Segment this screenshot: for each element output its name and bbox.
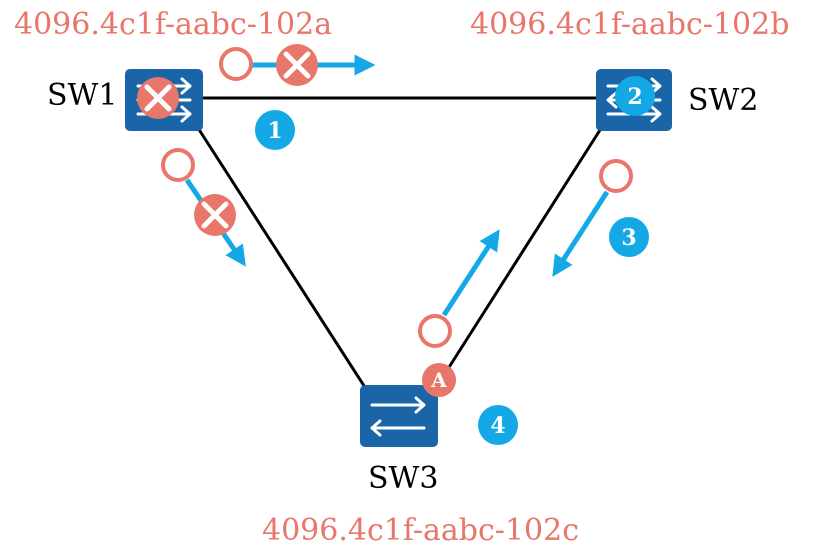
switch-name-sw1: SW1: [47, 78, 117, 113]
blocked-x-icon: [194, 194, 236, 236]
step-marker-2: 2: [615, 76, 655, 116]
step-label: 1: [267, 118, 282, 144]
switch-icon: [360, 385, 438, 447]
blocked-x-icon: [276, 44, 318, 86]
link-sw1-sw3: [196, 127, 370, 393]
flow-arrow: [441, 229, 500, 317]
switch-name-sw3: SW3: [368, 461, 438, 496]
proposal-sw1-to-sw3: [161, 148, 246, 267]
blocked-x-icon: [137, 77, 179, 119]
flow-arrow: [552, 190, 610, 277]
proposal-circle-icon: [161, 148, 195, 182]
step-label: 3: [621, 225, 636, 251]
agreement-badge-label: A: [430, 368, 447, 392]
proposal-sw3-to-sw2: [418, 229, 500, 348]
switch-sw3[interactable]: [360, 385, 438, 447]
step-label: 2: [627, 84, 642, 110]
proposal-circle-icon: [599, 159, 633, 193]
bridge-id-sw2: 4096.4c1f-aabc-102b: [470, 7, 789, 42]
bridge-id-sw3: 4096.4c1f-aabc-102c: [262, 513, 579, 548]
proposal-sw1-to-sw2: [219, 44, 376, 86]
link-sw2-sw3: [444, 129, 602, 373]
step-marker-1: 1: [255, 110, 295, 150]
step-label: 4: [490, 413, 505, 439]
proposal-circle-icon: [219, 47, 253, 81]
proposal-circle-icon: [418, 314, 452, 348]
proposal-sw2-to-sw3: [552, 159, 633, 277]
agreement-badge: A: [422, 363, 456, 397]
switch-name-sw2: SW2: [688, 83, 758, 118]
bridge-id-sw1: 4096.4c1f-aabc-102a: [14, 7, 332, 42]
step-marker-4: 4: [478, 405, 518, 445]
step-marker-3: 3: [609, 217, 649, 257]
